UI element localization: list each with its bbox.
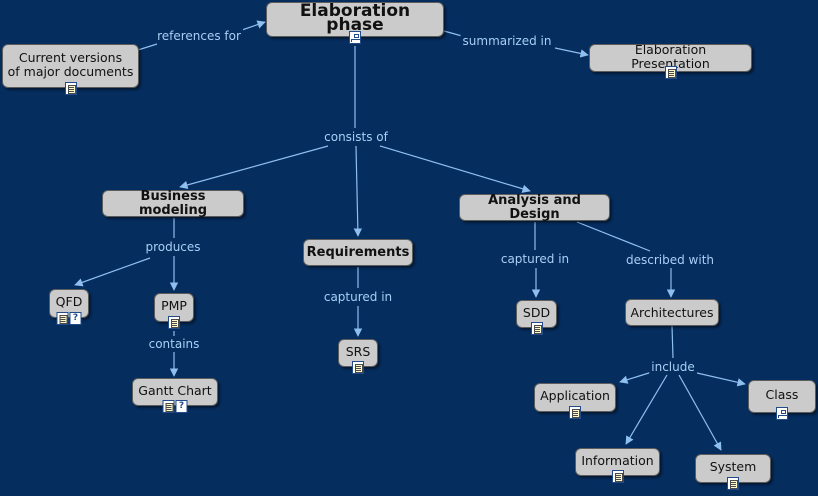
link-arrow (241, 20, 266, 31)
link-label-consists-of: consists of (322, 130, 390, 144)
node-label: Requirements (306, 244, 410, 260)
node-label: QFD (55, 294, 83, 309)
link-line (443, 30, 463, 37)
link-arrow (696, 372, 746, 387)
node-architectures[interactable]: Architectures (625, 299, 719, 326)
node-label: Business modeling (138, 188, 208, 218)
node-pmp[interactable]: PMP (154, 293, 194, 329)
node-analysis-and-design[interactable]: Analysis and Design (459, 192, 610, 222)
concept-map-icon[interactable] (349, 31, 361, 44)
link-arrow (625, 374, 668, 445)
document-icon[interactable] (530, 322, 543, 335)
link-arrow (379, 145, 531, 193)
node-requirements[interactable]: Requirements (303, 239, 413, 266)
node-information[interactable]: Information (575, 448, 660, 483)
link-arrow (353, 145, 363, 237)
help-icon[interactable] (69, 312, 82, 325)
node-label: Information (581, 452, 654, 468)
node-label: PMP (161, 298, 187, 313)
node-srs[interactable]: SRS (338, 339, 378, 374)
link-line (137, 43, 158, 51)
link-arrow (554, 47, 589, 58)
link-arrow (678, 374, 722, 451)
node-qfd[interactable]: QFD (49, 289, 89, 325)
node-sdd[interactable]: SDD (516, 300, 557, 335)
node-current-versions[interactable]: Current versions of major documents (2, 44, 139, 95)
node-label: Gantt Chart (138, 382, 212, 398)
link-label-contains: contains (146, 337, 202, 351)
node-business-modeling[interactable]: Business modeling (102, 188, 244, 218)
link-line (576, 221, 651, 252)
link-label-captured-in-srs: captured in (321, 290, 395, 304)
document-icon[interactable] (569, 406, 581, 419)
document-icon[interactable] (56, 312, 69, 325)
node-label: Class (765, 387, 799, 402)
node-label: Architectures (630, 304, 714, 320)
link-label-include: include (649, 360, 697, 374)
link-line (671, 325, 674, 359)
document-icon[interactable] (352, 361, 364, 374)
document-icon[interactable] (664, 66, 677, 79)
concept-map-icon[interactable] (776, 407, 788, 420)
help-icon[interactable] (175, 400, 188, 413)
document-icon[interactable] (727, 477, 739, 490)
link-arrow (619, 371, 653, 384)
link-arrow (179, 145, 329, 190)
document-icon[interactable] (611, 470, 624, 483)
link-label-references-for: references for (155, 29, 243, 43)
node-label: Elaboration phase (299, 1, 411, 35)
node-label: SDD (522, 304, 551, 320)
node-system[interactable]: System (695, 454, 771, 490)
node-label: SRS (345, 343, 371, 359)
node-label: Application (540, 388, 610, 403)
link-arrow (74, 257, 151, 287)
node-label: Analysis and Design (488, 192, 581, 222)
node-gantt-chart[interactable]: Gantt Chart (132, 378, 218, 413)
node-class[interactable]: Class (748, 380, 816, 420)
node-label: Elaboration Presentation (631, 41, 710, 71)
link-label-produces: produces (143, 240, 203, 254)
link-label-captured-in-sdd: captured in (498, 252, 572, 266)
link-label-summarized-in: summarized in (460, 34, 554, 48)
document-icon[interactable] (168, 316, 180, 329)
node-application[interactable]: Application (534, 383, 616, 419)
document-icon[interactable] (162, 400, 175, 413)
document-icon[interactable] (64, 82, 77, 95)
node-label: System (709, 459, 757, 474)
node-elaboration-presentation[interactable]: Elaboration Presentation (589, 41, 752, 79)
node-elaboration-phase[interactable]: Elaboration phase (266, 1, 444, 44)
link-label-described-with: described with (623, 253, 717, 267)
node-label: Current versions of major documents (7, 49, 134, 79)
